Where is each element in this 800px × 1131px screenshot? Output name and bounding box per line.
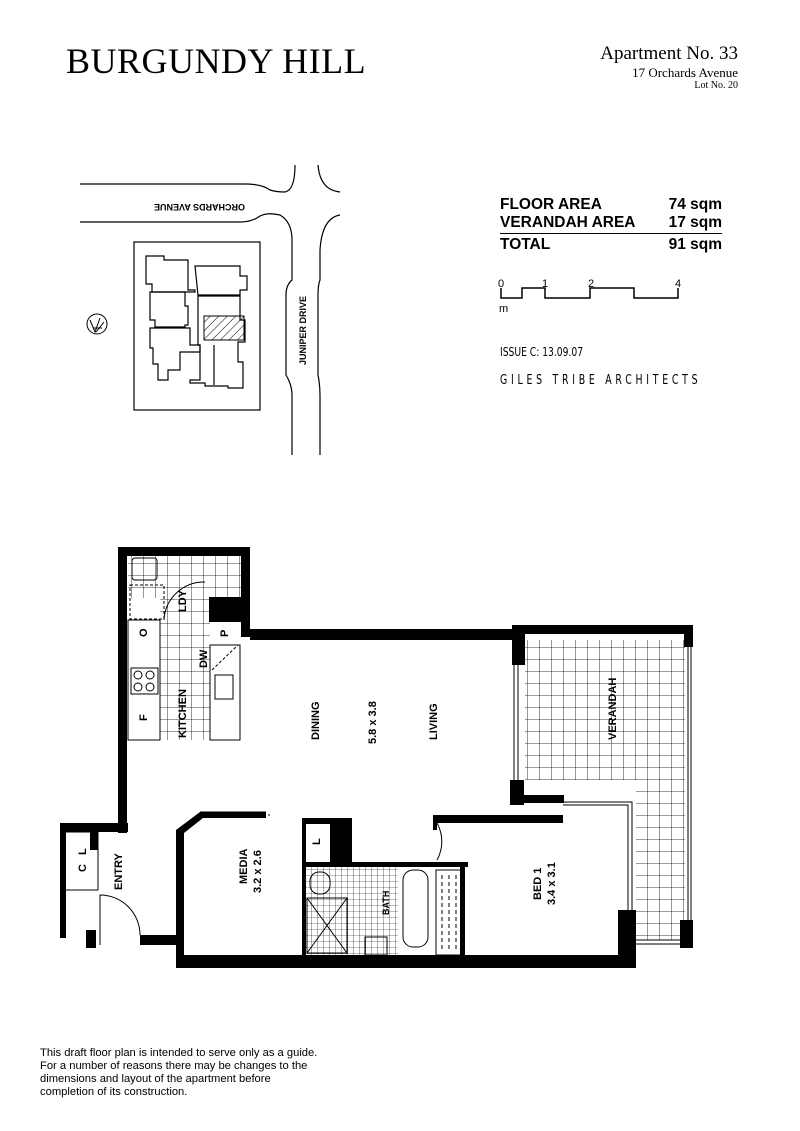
label-coats: C	[77, 864, 89, 872]
scale-tick: 4	[675, 278, 681, 290]
north-arrow-icon	[86, 313, 108, 335]
room-label-entry: ENTRY	[113, 852, 125, 890]
verandah-tiles	[525, 640, 685, 780]
room-size-bed: 3.4 x 3.1	[546, 862, 558, 905]
issue-label: ISSUE C: 13.09.07	[500, 345, 584, 359]
room-label-media: MEDIA	[238, 849, 250, 885]
address: 17 Orchards Avenue	[632, 65, 738, 80]
area-label: VERANDAH AREA	[500, 214, 636, 231]
label-linen-entry: L	[77, 848, 89, 855]
room-label-bed: BED 1	[532, 868, 544, 900]
disclaimer-text: This draft floor plan is intended to ser…	[40, 1047, 318, 1098]
room-label-living: LIVING	[428, 703, 440, 740]
laundry-door-swing	[163, 581, 206, 621]
bed-door-swing	[436, 822, 443, 861]
fixtures	[66, 557, 462, 956]
windows	[200, 647, 692, 945]
street-label-orchards: ORCHARDS AVENUE	[154, 202, 245, 212]
shower	[306, 897, 348, 954]
washer	[129, 584, 165, 620]
area-row-floor: FLOOR AREA 74 sqm	[500, 196, 722, 214]
label-dishwasher: DW	[198, 649, 210, 668]
kitchen-tiles	[160, 598, 210, 740]
site-plan	[80, 164, 341, 455]
room-label-bath: BATH	[381, 891, 391, 915]
area-label: TOTAL	[500, 236, 551, 253]
floor-plan: DINING 5.8 x 3.8 LIVING VERANDAH KITCHEN…	[60, 547, 693, 968]
label-pantry: P	[219, 630, 231, 637]
room-size-living: 5.8 x 3.8	[367, 701, 379, 744]
area-row-verandah: VERANDAH AREA 17 sqm	[500, 214, 722, 232]
street-label-juniper: JUNIPER DRIVE	[298, 296, 308, 365]
area-value: 17 sqm	[668, 214, 722, 231]
bench-right	[209, 644, 241, 741]
verandah-tiles-side	[636, 780, 685, 940]
apartment-number: Apartment No. 33	[600, 43, 738, 64]
label-oven: O	[138, 628, 150, 637]
basin	[364, 936, 388, 956]
bench-left	[127, 619, 161, 741]
bathtub	[402, 869, 429, 948]
entry-closet	[66, 831, 99, 891]
cooktop	[130, 667, 159, 695]
laundry-tiles	[128, 556, 241, 598]
label-linen: L	[311, 838, 323, 845]
scale-tick: 1	[542, 278, 548, 290]
toilet	[309, 871, 331, 895]
area-value: 91 sqm	[668, 236, 722, 253]
building-title: BURGUNDY HILL	[66, 41, 367, 81]
architect-name: GILES TRIBE ARCHITECTS	[500, 373, 702, 388]
room-label-verandah: VERANDAH	[607, 678, 619, 740]
scale-bar	[500, 287, 679, 299]
laundry-tub	[131, 557, 158, 581]
total-divider	[500, 233, 722, 234]
room-label-kitchen: KITCHEN	[177, 689, 189, 738]
scale-tick: 2	[588, 278, 594, 290]
area-label: FLOOR AREA	[500, 196, 602, 213]
sink	[214, 674, 234, 700]
area-row-total: TOTAL 91 sqm	[500, 236, 722, 254]
wardrobe	[435, 869, 462, 956]
room-label-laundry: LDY	[177, 589, 189, 612]
walls	[60, 547, 693, 968]
room-label-dining: DINING	[310, 702, 322, 741]
scale-unit: m	[499, 303, 508, 315]
room-size-media: 3.2 x 2.6	[252, 850, 264, 893]
label-fridge: F	[138, 714, 150, 721]
entry-door-swing	[99, 894, 141, 945]
lot-number: Lot No. 20	[694, 80, 738, 91]
bath-tiles	[306, 866, 398, 956]
area-value: 74 sqm	[668, 196, 722, 213]
scale-tick: 0	[498, 278, 504, 290]
apartment-location-hatch	[203, 315, 245, 341]
